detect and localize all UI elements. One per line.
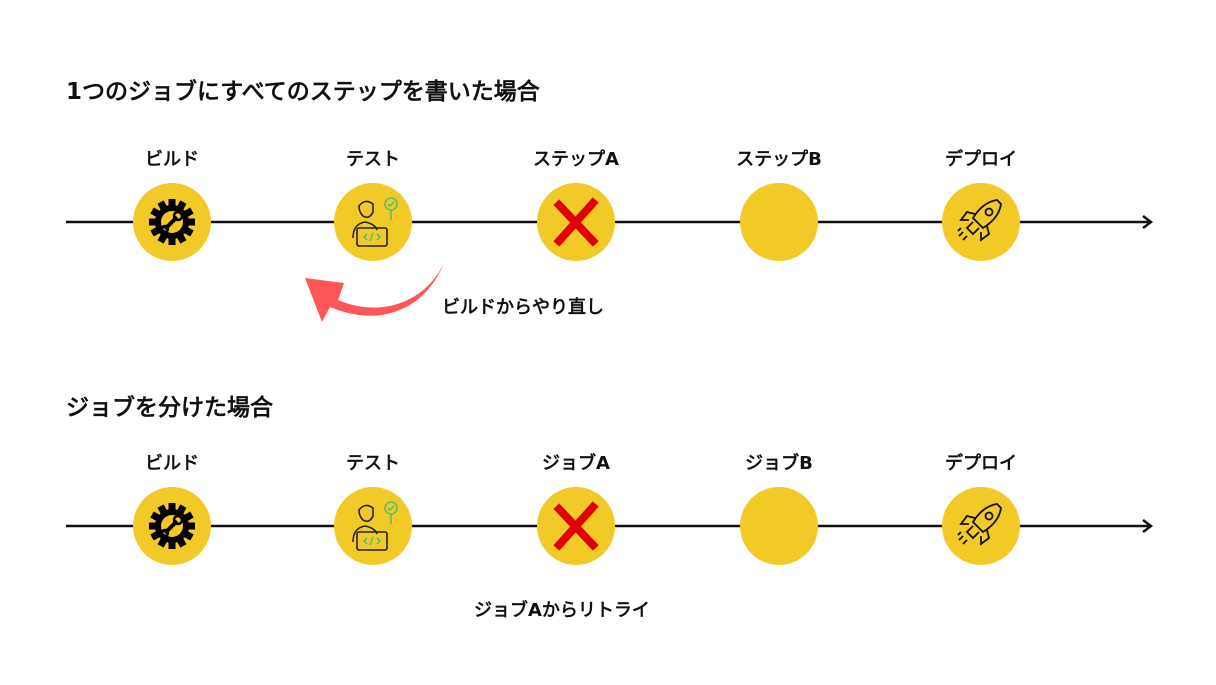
stage-label: ビルド [145,149,199,170]
retry-note-1: ビルドからやり直し [442,297,604,318]
stage-label: デプロイ [945,453,1017,474]
section-2-title: ジョブを分けた場合 [66,395,273,421]
cross-icon [551,197,601,247]
stage-circle [537,183,615,261]
stage-label: ステップA [533,149,619,170]
stage-circle [740,183,818,261]
developer-icon [345,194,401,250]
stage-circle [334,487,412,565]
section-1-title: 1つのジョブにすべてのステップを書いた場合 [66,79,540,105]
retry-note-2: ジョブAからリトライ [474,600,650,621]
rocket-icon [953,498,1009,554]
stage-label: ステップB [736,149,822,170]
stage-label: ジョブA [542,453,610,474]
stage-circle [334,183,412,261]
developer-icon [345,498,401,554]
cross-icon [551,501,601,551]
rocket-icon [953,194,1009,250]
stage-circle [133,183,211,261]
stage-label: テスト [346,453,400,474]
gear-wrench-icon [147,501,197,551]
stage-circle [537,487,615,565]
stage-circle [942,487,1020,565]
gear-wrench-icon [147,197,197,247]
stage-circle [740,487,818,565]
stage-circle [133,487,211,565]
stage-label: ビルド [145,453,199,474]
stage-circle [942,183,1020,261]
retry-arrow-icon [305,263,444,322]
stage-label: ジョブB [745,453,813,474]
stage-label: デプロイ [945,149,1017,170]
stage-label: テスト [346,149,400,170]
